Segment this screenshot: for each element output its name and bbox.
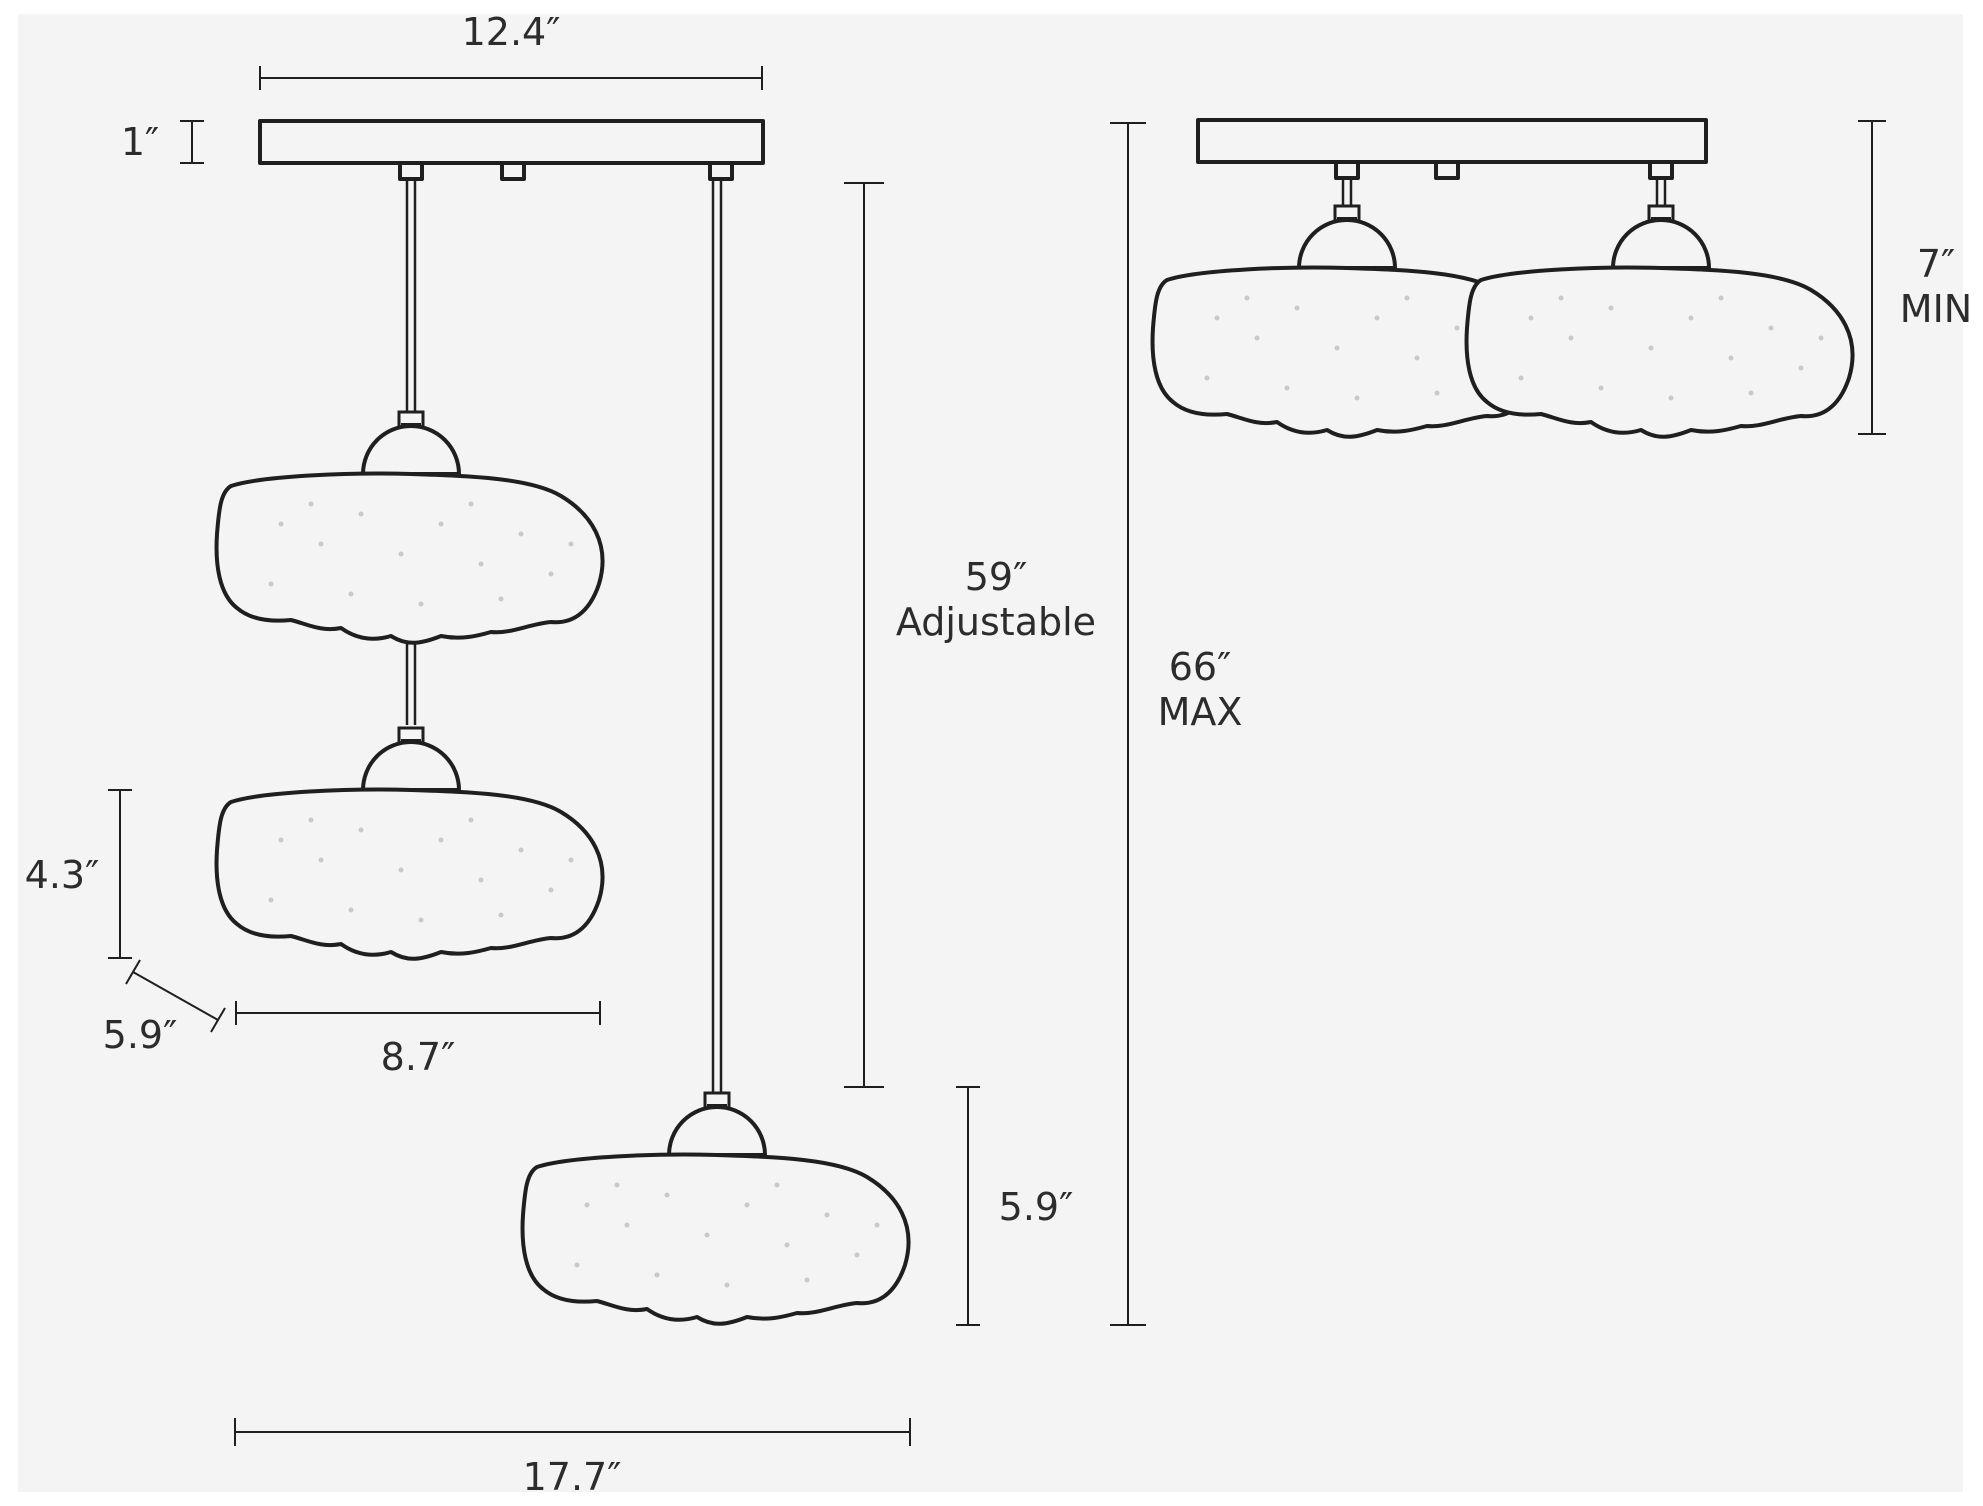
overall-width-dimension: 17.7″ — [234, 1418, 911, 1499]
overall-width-label: 17.7″ — [523, 1455, 622, 1499]
min-height-dimension: 7″ MIN — [1858, 120, 1972, 435]
shade-depth-label: 5.9″ — [103, 1013, 178, 1057]
shade-width-label: 8.7″ — [381, 1035, 456, 1079]
max-height-dimension: 66″ MAX — [1110, 122, 1243, 1326]
min-note-label: MIN — [1900, 287, 1972, 331]
lower-shade-height-dimension: 5.9″ — [956, 1086, 1074, 1326]
shade-depth-dimension: 5.9″ — [103, 959, 226, 1057]
ceiling-canopy-icon — [1196, 118, 1708, 180]
min-height-label: 7″ — [1917, 242, 1955, 286]
cord-length-dimension: 59″ Adjustable — [844, 182, 1096, 1088]
ceiling-canopy-icon — [258, 119, 765, 181]
max-note-label: MAX — [1158, 690, 1243, 734]
cord-note-label: Adjustable — [896, 600, 1096, 644]
lower-shade-height-label: 5.9″ — [999, 1185, 1074, 1229]
cord-length-label: 59″ — [965, 555, 1028, 599]
canopy-width-label: 12.4″ — [462, 10, 561, 54]
shade-width-dimension: 8.7″ — [235, 1001, 601, 1079]
max-height-label: 66″ — [1169, 645, 1232, 689]
canopy-height-label: 1″ — [121, 120, 159, 164]
shade-height-dimension: 4.3″ — [25, 789, 132, 959]
shade-height-label: 4.3″ — [25, 853, 100, 897]
canopy-height-dimension: 1″ — [121, 120, 204, 164]
canopy-width-dimension: 12.4″ — [259, 10, 763, 90]
